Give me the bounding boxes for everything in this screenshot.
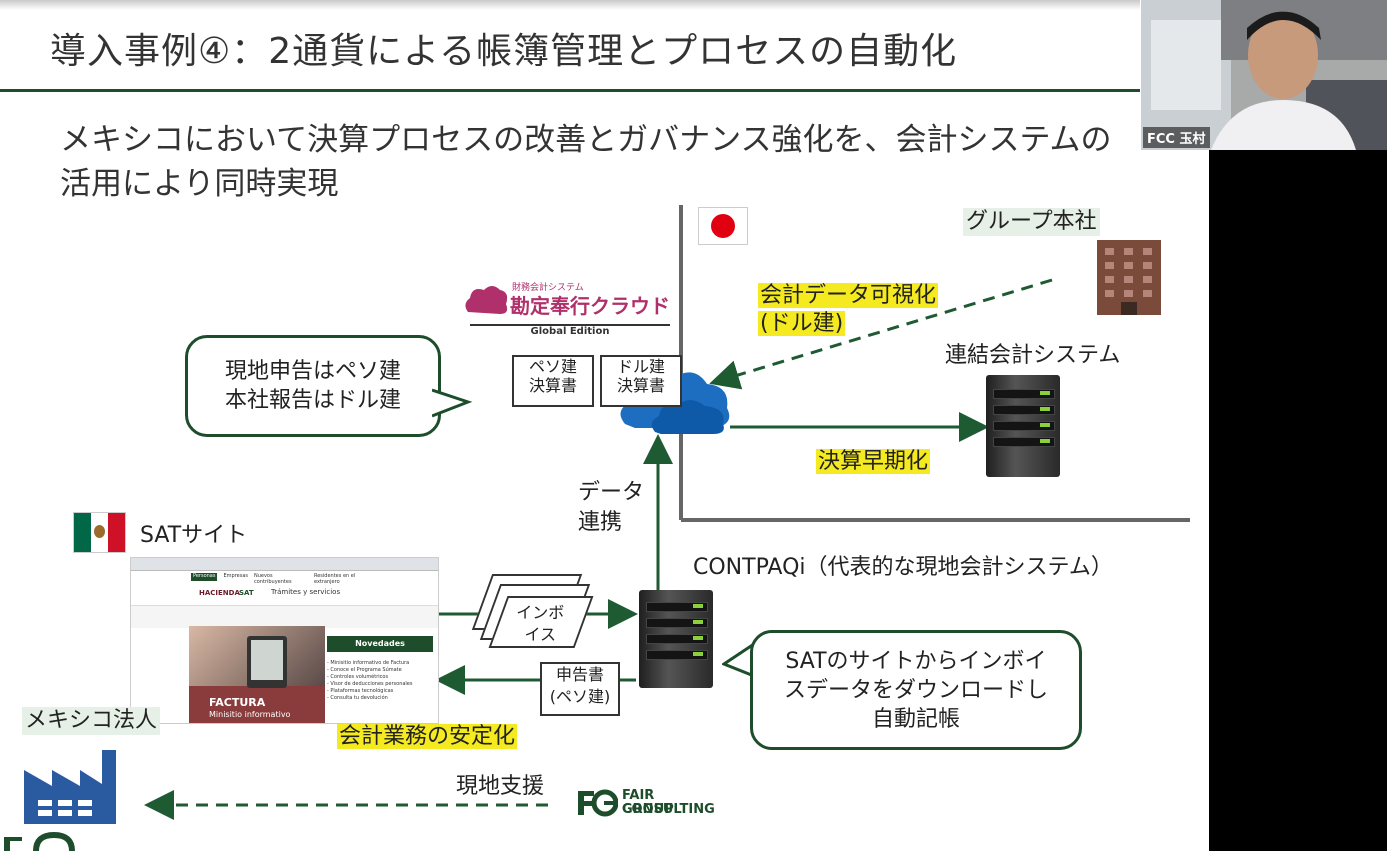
factura-banner: FACTURA Minisitio informativo	[189, 626, 325, 723]
sat-website-screenshot: Personas Empresas Nuevos contribuyentes …	[130, 557, 439, 724]
kanjo-logo-main: 勘定奉行クラウド	[510, 294, 670, 318]
fcg-logo-line-2: GROUP	[622, 802, 674, 817]
video-panel-background	[1209, 150, 1387, 851]
website-icon-row	[131, 606, 438, 628]
browser-bar	[131, 558, 438, 571]
bubble-tail-left	[432, 388, 472, 418]
fcg-logo-line-1: FAIR CONSULTING	[622, 788, 715, 817]
factura-title: FACTURA	[209, 696, 266, 709]
early-close-label: 決算早期化	[816, 448, 931, 476]
stabilize-label: 会計業務の安定化	[337, 723, 518, 751]
fcg-logo-mark	[578, 789, 618, 817]
bubble-right-line-2: スデータをダウンロードし	[783, 677, 1048, 703]
novedades-item: - Visor de deducciones personales	[327, 681, 413, 687]
data-link-line-2: 連携	[578, 510, 623, 535]
tax-return-doc: 申告書 (ペソ建)	[540, 662, 620, 716]
web-tramites: Trámites y servicios	[271, 588, 341, 596]
contpaqi-label: CONTPAQi（代表的な現地会計システム）	[693, 555, 1113, 580]
novedades-item: - Minisitio informativo de Factura	[327, 660, 410, 666]
sat-download-bubble: SATのサイトからインボイ スデータをダウンロードし 自動記帳	[750, 630, 1082, 750]
building-icon	[1097, 240, 1161, 315]
web-tab-2: Empresas	[223, 573, 248, 579]
bubble-line-1: 現地申告はペソ建	[224, 359, 401, 384]
novedades-item: - Conoce el Programa Súmate	[327, 667, 402, 673]
data-link-line-1: データ	[578, 480, 645, 505]
novedades-item: - Consulta tu devolución	[327, 695, 388, 701]
dollar-doc-line1: ドル建	[616, 357, 665, 376]
participant-video-frame	[1141, 0, 1387, 150]
data-link-label: データ 連携	[578, 478, 644, 538]
top-shade	[0, 0, 1140, 10]
dollar-statement-doc: ドル建 決算書	[600, 355, 682, 407]
website-tabs: Personas Empresas Nuevos contribuyentes …	[131, 571, 438, 585]
peso-doc-line1: ペソ建	[528, 357, 577, 376]
consolidation-label: 連結会計システム	[945, 343, 1121, 368]
novedades-item: - Plataformas tecnológicas	[327, 688, 394, 694]
fcg-logo: FAIR CONSULTING GROUP	[576, 785, 746, 819]
title-divider	[0, 89, 1140, 92]
contpaqi-server-icon	[639, 590, 713, 688]
kanjo-logo-small: 財務会計システム	[512, 283, 584, 293]
participant-video[interactable]	[1141, 0, 1387, 150]
invoice-line-2: イス	[524, 625, 557, 644]
kanjo-bugyo-logo: 財務会計システム 勘定奉行クラウド Global Edition	[462, 280, 677, 340]
slide-subtitle: メキシコにおいて決算プロセスの改善とガバナンス強化を、会計システムの活用により同…	[60, 122, 1112, 202]
slide-title: 導入事例④：2通貨による帳簿管理とプロセスの自動化	[50, 31, 958, 72]
tax-return-line-2: (ペソ建)	[549, 687, 611, 706]
mexico-entity-label: メキシコ法人	[22, 707, 161, 735]
web-tab-1: Personas	[191, 573, 218, 581]
invoice-line-1: インボ	[516, 603, 565, 622]
web-tab-4: Residentes en el extranjero	[313, 573, 356, 585]
web-brand: HACIENDA	[199, 589, 240, 597]
website-header: HACIENDA SAT Trámites y servicios	[131, 583, 438, 606]
tax-return-line-1: 申告書	[555, 665, 604, 684]
stabilize-text: 会計業務の安定化	[337, 724, 518, 749]
japan-flag-icon	[698, 207, 748, 245]
diagram-connectors	[144, 205, 1190, 820]
early-close-text: 決算早期化	[816, 449, 931, 474]
bubble-right-line-3: 自動記帳	[871, 706, 960, 732]
group-hq-label: グループ本社	[963, 208, 1100, 236]
dollar-doc-line2: 決算書	[616, 376, 665, 395]
factory-icon	[24, 750, 116, 824]
kanjo-cloud-icon	[465, 286, 508, 314]
bubble-tail-right	[722, 642, 755, 678]
peso-statement-doc: ペソ建 決算書	[512, 355, 594, 407]
mexico-flag-icon	[73, 512, 126, 553]
local-support-label: 現地支援	[456, 774, 545, 799]
bubble-line-2: 本社報告はドル建	[224, 388, 401, 413]
peso-dollar-bubble: 現地申告はペソ建 本社報告はドル建	[185, 335, 441, 437]
web-sat: SAT	[239, 589, 254, 597]
visualize-line-2: (ドル建)	[758, 311, 846, 336]
visualize-line-1: 会計データ可視化	[758, 283, 939, 308]
bubble-right-line-1: SATのサイトからインボイ	[785, 648, 1047, 674]
factura-subtitle: Minisitio informativo	[209, 710, 291, 719]
peso-doc-line2: 決算書	[528, 376, 577, 395]
kanjo-logo-edition: Global Edition	[470, 324, 670, 337]
novedades-header: Novedades	[327, 636, 433, 652]
novedades-item: - Controles volumétricos	[327, 674, 389, 680]
novedades-list: - Minisitio informativo de Factura - Con…	[327, 660, 437, 702]
web-tab-3: Nuevos contribuyentes	[253, 573, 292, 585]
sat-site-label: SATサイト	[140, 523, 248, 548]
corner-logo-partial	[4, 831, 75, 851]
invoice-doc: インボ イス	[488, 596, 594, 648]
visualize-label: 会計データ可視化 (ドル建)	[758, 282, 939, 338]
participant-name: FCC 玉村	[1143, 127, 1210, 148]
consolidation-server-icon	[986, 375, 1060, 477]
